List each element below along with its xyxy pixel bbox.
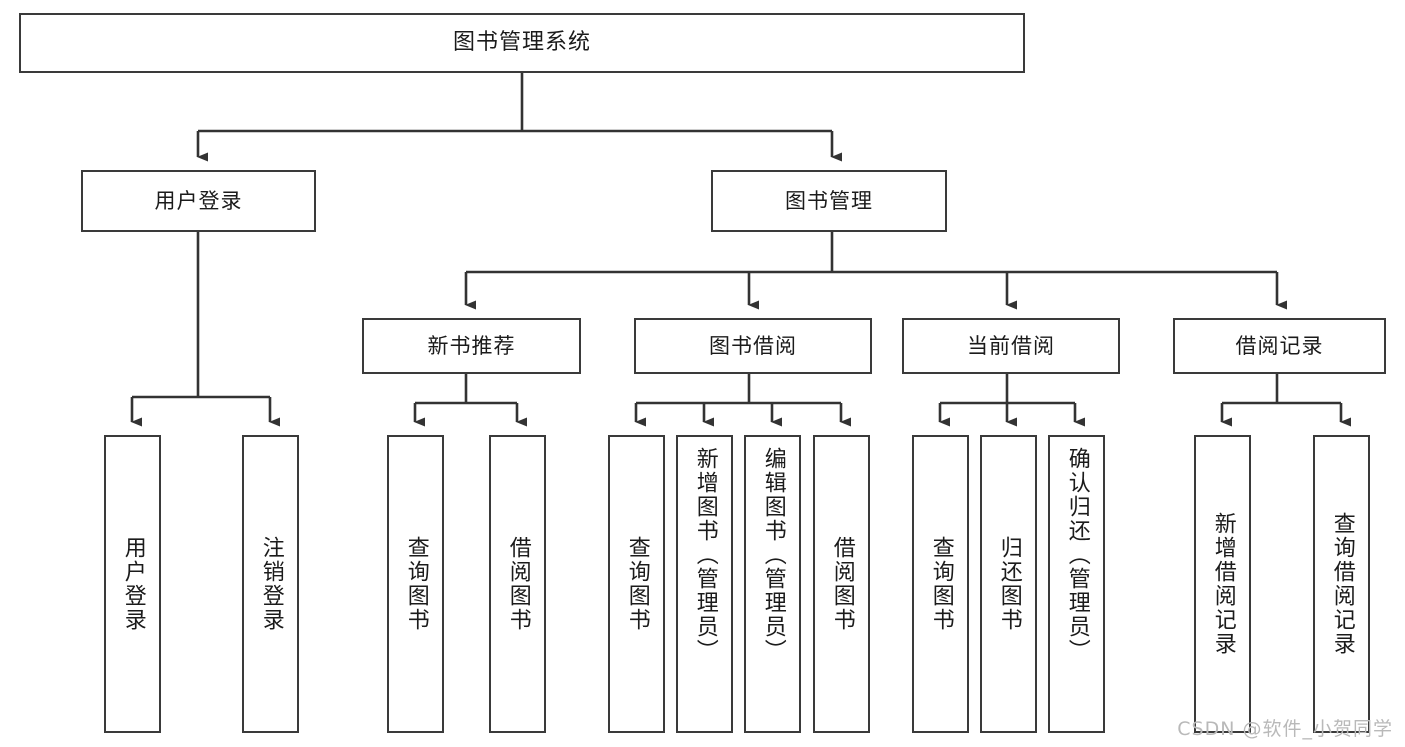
- leaf-label: 归还图书: [996, 536, 1022, 632]
- leaf-label: 确认归还（管理员）: [1064, 447, 1090, 663]
- node-label: 图书管理: [785, 188, 873, 213]
- leaf-records-add-record[interactable]: 新增借阅记录: [1194, 435, 1251, 733]
- node-new-book-recommend[interactable]: 新书推荐: [362, 318, 581, 374]
- leaf-current-return-book[interactable]: 归还图书: [980, 435, 1037, 733]
- leaf-current-query-book[interactable]: 查询图书: [912, 435, 969, 733]
- node-borrow-records[interactable]: 借阅记录: [1173, 318, 1386, 374]
- node-book-management[interactable]: 图书管理: [711, 170, 947, 232]
- leaf-borrow-query-book[interactable]: 查询图书: [608, 435, 665, 733]
- leaf-label: 借阅图书: [829, 536, 855, 632]
- leaf-label: 新增图书（管理员）: [692, 447, 718, 663]
- leaf-label: 查询借阅记录: [1329, 512, 1355, 656]
- node-label: 图书管理系统: [452, 30, 591, 56]
- node-label: 图书借阅: [709, 333, 797, 358]
- leaf-borrow-edit-book[interactable]: 编辑图书（管理员）: [744, 435, 801, 733]
- leaf-label: 查询图书: [403, 536, 429, 632]
- leaf-records-query-record[interactable]: 查询借阅记录: [1313, 435, 1370, 733]
- leaf-new-book-borrow[interactable]: 借阅图书: [489, 435, 546, 733]
- watermark-text: CSDN @软件_小贺同学: [1177, 718, 1393, 740]
- node-root-system[interactable]: 图书管理系统: [19, 13, 1025, 73]
- node-user-login[interactable]: 用户登录: [81, 170, 316, 232]
- node-label: 用户登录: [154, 188, 243, 213]
- node-label: 借阅记录: [1235, 333, 1324, 358]
- node-current-borrow[interactable]: 当前借阅: [902, 318, 1120, 374]
- leaf-user-login-login[interactable]: 用户登录: [104, 435, 161, 733]
- leaf-label: 用户登录: [120, 536, 146, 632]
- leaf-label: 注销登录: [258, 536, 284, 632]
- leaf-borrow-borrow-book[interactable]: 借阅图书: [813, 435, 870, 733]
- leaf-new-book-query[interactable]: 查询图书: [387, 435, 444, 733]
- node-book-borrow[interactable]: 图书借阅: [634, 318, 872, 374]
- node-label: 当前借阅: [967, 333, 1055, 358]
- leaf-current-confirm-return[interactable]: 确认归还（管理员）: [1048, 435, 1105, 733]
- leaf-label: 查询图书: [624, 536, 650, 632]
- leaf-label: 借阅图书: [505, 536, 531, 632]
- leaf-label: 新增借阅记录: [1210, 512, 1236, 656]
- leaf-label: 编辑图书（管理员）: [760, 447, 786, 663]
- node-label: 新书推荐: [427, 333, 516, 358]
- leaf-label: 查询图书: [928, 536, 954, 632]
- leaf-borrow-add-book[interactable]: 新增图书（管理员）: [676, 435, 733, 733]
- leaf-user-login-logout[interactable]: 注销登录: [242, 435, 299, 733]
